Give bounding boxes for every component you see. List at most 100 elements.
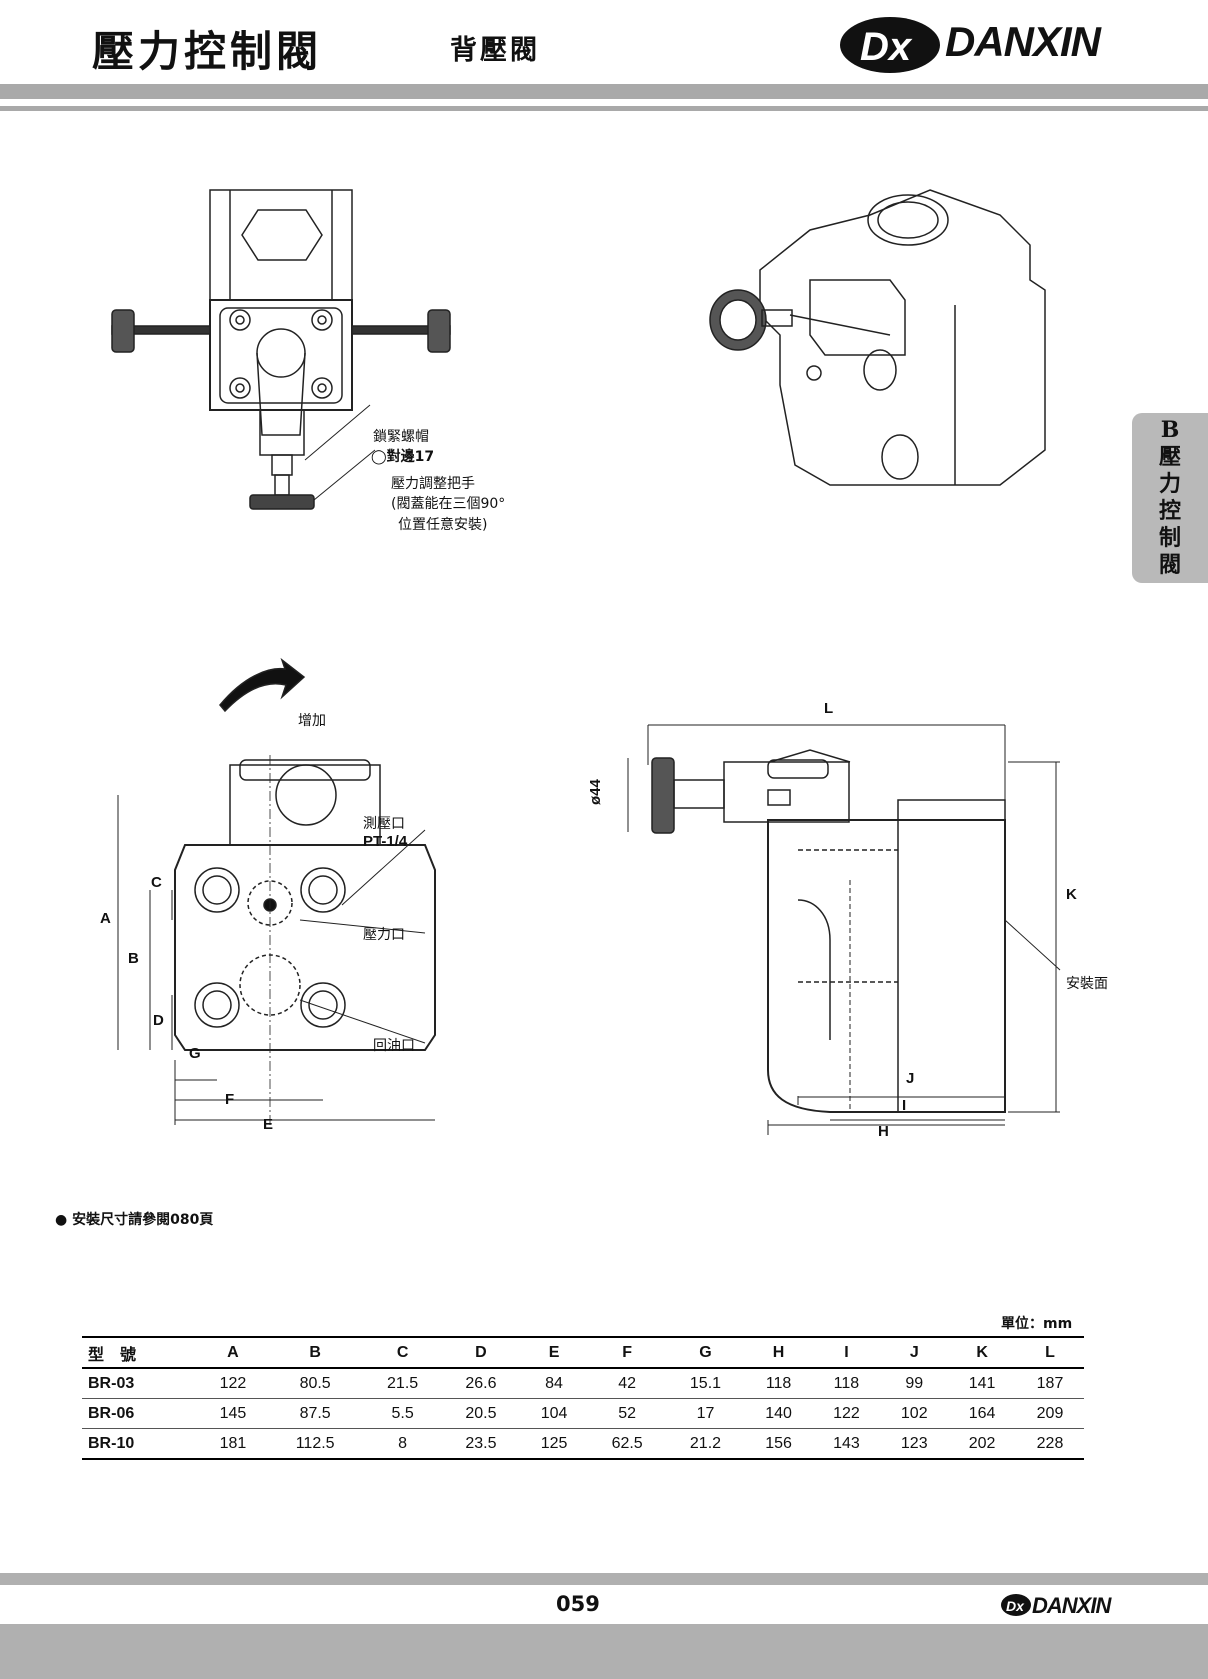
return-port-label: 回油口	[373, 1038, 415, 1054]
side-tab-char: 壓	[1158, 444, 1181, 470]
table-cell: 122	[812, 1398, 881, 1429]
dim-label: D	[153, 1012, 164, 1029]
table-cell: 141	[948, 1368, 1017, 1399]
handle-note-1: (閥蓋能在三個90°	[391, 496, 506, 512]
header-thin-bar	[0, 106, 1208, 111]
side-tab-char: 閥	[1158, 552, 1181, 578]
col-header: E	[520, 1336, 588, 1369]
side-tab-char: 控	[1158, 498, 1181, 524]
col-header: H	[744, 1336, 813, 1369]
page-title: 壓力控制閥	[92, 27, 323, 76]
table-cell: 62.5	[587, 1428, 667, 1460]
table-cell: BR-03	[82, 1368, 199, 1399]
table-row: BR-03 122 80.5 21.5 26.6 84 42 15.1 118 …	[82, 1368, 1084, 1399]
col-header: 型 號	[82, 1336, 199, 1369]
table-cell: 118	[812, 1368, 881, 1399]
table-cell: 5.5	[363, 1398, 442, 1429]
col-header: D	[441, 1336, 521, 1369]
locknut-size: ◯對邊17	[371, 449, 435, 465]
logo-letters: Dx	[860, 25, 913, 69]
table-cell: 15.1	[666, 1368, 745, 1399]
table-cell: 104	[520, 1398, 588, 1429]
mounting-face-label: 安裝面	[1066, 976, 1108, 992]
table-cell: 21.2	[666, 1428, 745, 1460]
dim-label: G	[189, 1045, 201, 1062]
side-tab-char: B	[1160, 417, 1180, 443]
table-cell: 8	[363, 1428, 442, 1460]
dimension-table: 型 號 A B C D E F G H I J K L BR-03 122 80…	[82, 1336, 1084, 1460]
table-cell: 123	[880, 1428, 949, 1460]
table-cell: 42	[587, 1368, 667, 1399]
page-number: 059	[556, 1592, 600, 1616]
dim-label: I	[902, 1097, 907, 1114]
col-header: L	[1016, 1336, 1084, 1369]
table-cell: 80.5	[266, 1368, 364, 1399]
table-cell: 143	[812, 1428, 881, 1460]
side-tab-char: 制	[1158, 525, 1181, 551]
table-cell: BR-06	[82, 1398, 199, 1429]
col-header: B	[266, 1336, 364, 1369]
table-cell: 17	[666, 1398, 745, 1429]
handle-label: 壓力調整把手	[391, 476, 475, 492]
dim-label: E	[263, 1116, 274, 1133]
table-cell: 156	[744, 1428, 813, 1460]
table-cell: 145	[199, 1398, 267, 1429]
unit-label: 單位：mm	[1001, 1316, 1073, 1332]
col-header: K	[948, 1336, 1017, 1369]
table-cell: 112.5	[266, 1428, 364, 1460]
side-view-drawing	[627, 724, 1061, 1135]
table-row: BR-06 145 87.5 5.5 20.5 104 52 17 140 12…	[82, 1398, 1084, 1429]
dim-label: H	[878, 1123, 889, 1140]
table-cell: 21.5	[363, 1368, 442, 1399]
table-cell: 202	[948, 1428, 1017, 1460]
table-cell: 102	[880, 1398, 949, 1429]
table-cell: 87.5	[266, 1398, 364, 1429]
page-subtitle: 背壓閥	[450, 35, 540, 66]
dim-label: J	[906, 1070, 915, 1087]
increase-label: 增加	[298, 713, 326, 729]
col-header: F	[587, 1336, 667, 1369]
gauge-port-thread: PT-1/4	[363, 833, 408, 850]
table-cell: 140	[744, 1398, 813, 1429]
side-section-tab[interactable]: B 壓 力 控 制 閥	[1132, 413, 1208, 583]
dim-label: L	[824, 700, 834, 717]
table-cell: 187	[1016, 1368, 1084, 1399]
logo-letters-small: Dx	[1006, 1598, 1025, 1614]
col-header: A	[199, 1336, 267, 1369]
footer-brand: DANXIN	[1032, 1593, 1111, 1618]
dim-label: A	[100, 910, 111, 927]
table-cell: 84	[520, 1368, 588, 1399]
table-cell: 52	[587, 1398, 667, 1429]
table-cell: 181	[199, 1428, 267, 1460]
dim-label: F	[225, 1091, 235, 1108]
col-header: C	[363, 1336, 442, 1369]
side-tab-char: 力	[1158, 471, 1181, 497]
table-row: BR-10 181 112.5 8 23.5 125 62.5 21.2 156…	[82, 1428, 1084, 1460]
table-cell: 20.5	[441, 1398, 521, 1429]
isometric-view-drawing	[709, 189, 1046, 486]
dim-label: C	[151, 874, 162, 891]
table-cell: BR-10	[82, 1428, 199, 1460]
danxin-logo-icon: Dx	[840, 17, 940, 73]
table-cell: 228	[1016, 1428, 1084, 1460]
footer-bar	[0, 1573, 1208, 1585]
gauge-port-label: 測壓口	[363, 816, 405, 832]
table-cell: 118	[744, 1368, 813, 1399]
col-header: J	[880, 1336, 949, 1369]
handle-note-2: 位置任意安裝)	[398, 517, 488, 533]
col-header: G	[666, 1336, 745, 1369]
table-cell: 164	[948, 1398, 1017, 1429]
brand-name: DANXIN	[945, 18, 1101, 65]
table-cell: 26.6	[441, 1368, 521, 1399]
top-view-drawing	[111, 189, 451, 510]
table-cell: 209	[1016, 1398, 1084, 1429]
dim-label: B	[128, 950, 139, 967]
front-view-drawing	[117, 657, 436, 1125]
table-cell: 125	[520, 1428, 588, 1460]
table-cell: 122	[199, 1368, 267, 1399]
table-cell: 99	[880, 1368, 949, 1399]
header-bar	[0, 84, 1208, 99]
table-header-row: 型 號 A B C D E F G H I J K L	[82, 1336, 1084, 1369]
danxin-logo-small-icon: Dx	[1001, 1594, 1031, 1616]
locknut-label: 鎖緊螺帽	[373, 429, 429, 445]
